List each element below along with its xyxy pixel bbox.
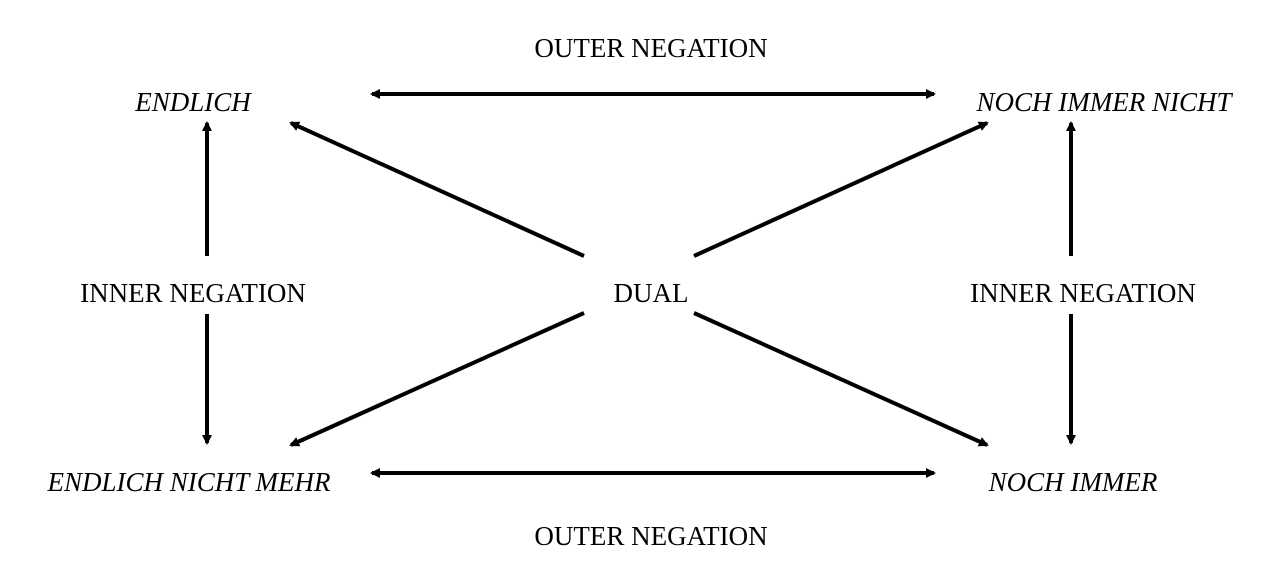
corner-bottom-left-label: ENDLICH NICHT MEHR [46,467,331,497]
inner-negation-left-label: INNER NEGATION [80,278,306,308]
dual-arrow-top-right [693,121,989,258]
dual-arrow-top-left [289,121,585,258]
corner-bottom-right-label: NOCH IMMER [988,467,1158,497]
dual-label: DUAL [614,278,689,308]
outer-negation-top-label: OUTER NEGATION [534,33,767,63]
dual-arrow-bottom-left [289,311,585,447]
inner-negation-right-label: INNER NEGATION [970,278,1196,308]
corner-top-right-label: NOCH IMMER NICHT [976,87,1234,117]
dual-arrow-bottom-right [693,311,989,447]
corner-top-left-label: ENDLICH [134,87,252,117]
outer-negation-bottom-label: OUTER NEGATION [534,521,767,551]
